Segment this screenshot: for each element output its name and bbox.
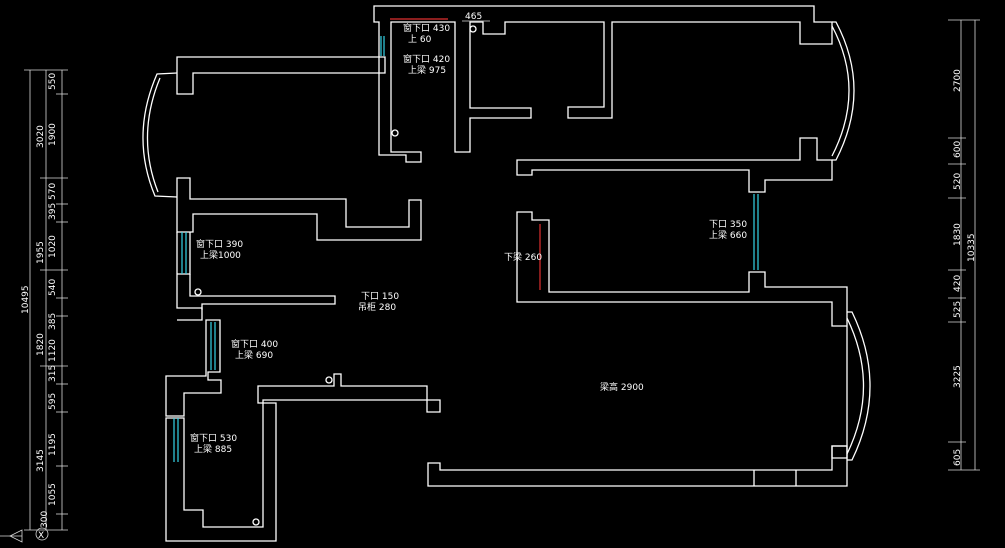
- note-n4-line1: 下口 150: [361, 292, 399, 302]
- left-dimension-chain: 10495 3020 1955 1820 3145 550 1900 570 3…: [21, 69, 68, 531]
- ucs-arrow-icon: X: [0, 527, 49, 543]
- right-dim-segment: 1830: [953, 223, 963, 246]
- wall-top-left-room-lower: [176, 177, 422, 241]
- left-dim-segment: 315: [48, 365, 58, 382]
- wall-bay-arc-right-bottom-inner: [846, 317, 865, 455]
- note-n7-line1: 下梁 260: [504, 251, 542, 263]
- note-n6-line2: 上梁 885: [194, 443, 232, 455]
- note-n8-line1: 下口 350: [709, 220, 747, 230]
- right-dim-segment: 3225: [953, 365, 963, 388]
- note-n5-line1: 窗下口 400: [231, 338, 278, 350]
- note-n4-line2: 吊柜 280: [358, 301, 396, 313]
- left-dim-group: 3145: [36, 449, 46, 472]
- right-dim-segment: 520: [953, 173, 963, 190]
- left-dim-segment: 595: [48, 393, 58, 410]
- right-dim-segment: 525: [953, 301, 963, 318]
- wall-corridor: [189, 274, 336, 310]
- wall-bottom-dividers: [753, 470, 797, 486]
- fixture-circle: [469, 25, 477, 33]
- left-dim-segment: 540: [48, 279, 58, 296]
- fixture-circle: [194, 288, 202, 296]
- wall-bay-arc-left-inner: [146, 77, 161, 193]
- wall-bottom-left-room: [165, 373, 441, 542]
- windows: [173, 36, 759, 462]
- ucs-x-label-icon: X: [38, 531, 44, 541]
- wall-bottom-right-room: [427, 445, 848, 487]
- fixture-circle: [325, 376, 333, 384]
- wall-top-room-outer: [373, 5, 833, 163]
- right-dim-segment: 600: [953, 141, 963, 158]
- right-dim-segment: 2700: [953, 69, 963, 92]
- fixture-circle: [252, 518, 260, 526]
- wall-top-left-room: [176, 56, 386, 95]
- left-dim-total: 10495: [21, 285, 31, 314]
- note-n8-line2: 上梁 660: [709, 229, 747, 241]
- left-dim-segment: 1020: [48, 235, 58, 258]
- left-dim-segment: 395: [48, 203, 58, 220]
- left-dim-segment: 1900: [48, 123, 58, 146]
- left-dim-group: 1955: [36, 241, 46, 264]
- right-dim-ticks: [948, 19, 980, 471]
- note-n5-line2: 上梁 690: [235, 349, 273, 361]
- right-dimension-chain: 10335 2700 600 520 1830 420 525 3225 605: [948, 19, 980, 471]
- left-dim-group: 1820: [36, 333, 46, 356]
- left-dim-segment: 1195: [48, 433, 58, 456]
- note-n9-line1: 梁高 2900: [600, 381, 644, 393]
- left-dim-segment: 570: [48, 183, 58, 200]
- left-dim-ticks: [24, 69, 68, 531]
- note-n6-line1: 窗下口 530: [190, 432, 237, 444]
- wall-lower-left-room: [165, 319, 222, 417]
- top-dimension-value: 465: [465, 12, 482, 22]
- beam-markers: [390, 18, 541, 290]
- left-dim-segment: 300: [40, 511, 50, 528]
- right-dim-segment: 420: [953, 275, 963, 292]
- room-notes: 窗下口 430 上 60 465 窗下口 420 上梁 975 窗下口 390 …: [190, 12, 747, 455]
- left-dim-segment: 1120: [48, 339, 58, 362]
- left-dim-group: 3020: [36, 125, 46, 148]
- note-n3-line1: 窗下口 390: [196, 238, 243, 250]
- wall-bay-arc-right-top-inner: [831, 25, 850, 157]
- wall-center-room: [516, 137, 833, 193]
- note-n2-line1: 窗下口 420: [403, 53, 450, 65]
- wall-bay-arc-left: [142, 72, 178, 198]
- wall-bay-arc-right-top: [832, 21, 855, 161]
- walls: [142, 5, 871, 542]
- note-n1-line2: 上 60: [408, 34, 432, 45]
- fixture-circle: [391, 129, 399, 137]
- wall-bay-arc-right-bottom: [847, 311, 871, 461]
- left-dim-segment: 550: [48, 73, 58, 90]
- note-n1-line1: 窗下口 430: [403, 22, 450, 34]
- note-n3-line2: 上梁1000: [200, 249, 241, 261]
- left-dim-segment: 1055: [48, 483, 58, 506]
- wall-center-room-lower: [516, 211, 848, 459]
- right-dim-segment: 605: [953, 449, 963, 466]
- right-dim-total: 10335: [967, 233, 977, 262]
- left-dim-segment: 385: [48, 313, 58, 330]
- note-n2-line2: 上梁 975: [408, 64, 446, 76]
